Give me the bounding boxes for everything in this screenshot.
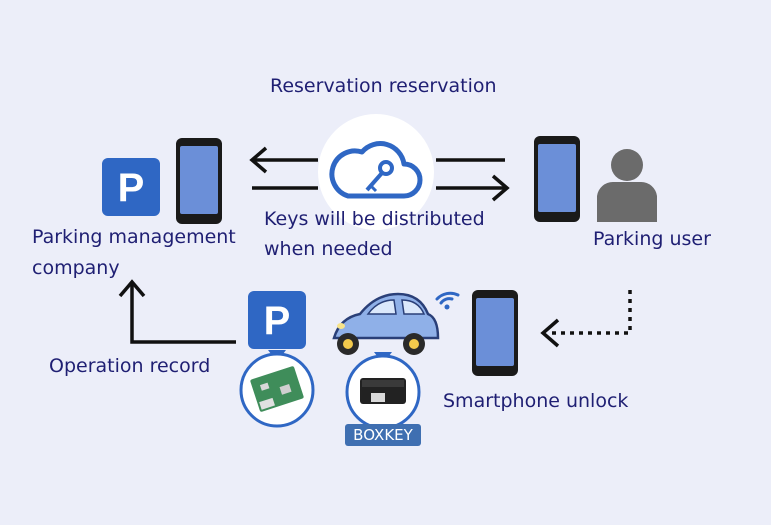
smartphone-icon bbox=[176, 138, 222, 224]
parking-sign-icon: P bbox=[102, 158, 160, 216]
smartphone-unlock-label: Smartphone unlock bbox=[443, 390, 629, 412]
parking-user-label: Parking user bbox=[593, 228, 711, 250]
circuit-board-icon bbox=[239, 350, 315, 428]
diagram-title: Reservation reservation bbox=[270, 75, 497, 97]
parking-sign-letter: P bbox=[118, 166, 145, 210]
key-box-device-icon bbox=[345, 352, 421, 430]
car-icon bbox=[332, 292, 440, 355]
center-caption-line1: Keys will be distributed bbox=[264, 208, 485, 230]
parking-company-label-line2: company bbox=[32, 257, 120, 279]
cloud-key-icon bbox=[318, 114, 434, 230]
user-icon bbox=[597, 149, 657, 222]
operation-record-arrow bbox=[118, 279, 236, 344]
smartphone-icon bbox=[534, 136, 580, 222]
operation-record-label: Operation record bbox=[49, 355, 211, 377]
smartphone-icon bbox=[472, 290, 518, 376]
center-caption-line2: when needed bbox=[264, 238, 393, 260]
parking-sign-letter: P bbox=[264, 299, 291, 343]
parking-sign-icon: P bbox=[248, 291, 306, 349]
boxkey-tag: BOXKEY bbox=[345, 424, 421, 446]
unlock-arrow bbox=[540, 290, 632, 348]
parking-company-label-line1: Parking management bbox=[32, 226, 236, 248]
reservation-arrow bbox=[249, 146, 505, 174]
wifi-icon bbox=[435, 291, 460, 310]
key-distribution-arrow bbox=[252, 174, 510, 202]
